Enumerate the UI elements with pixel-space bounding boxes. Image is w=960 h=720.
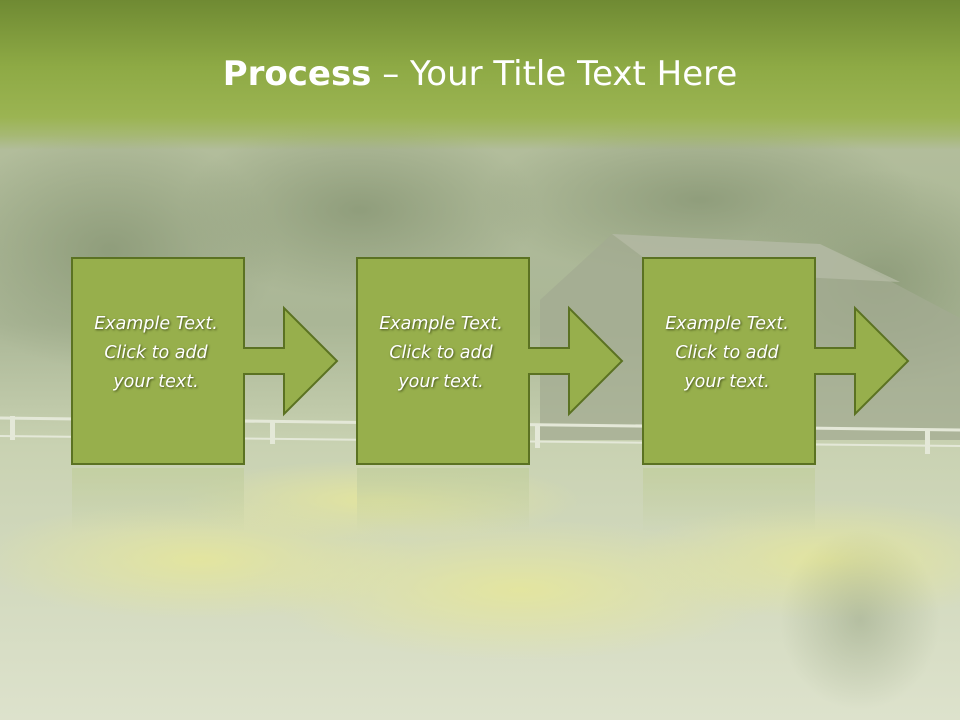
process-step-3[interactable]: Example Text. Click to add your text. [641,256,941,536]
step-3-shape [642,257,910,532]
step-3-text[interactable]: Example Text. Click to add your text. [665,314,789,392]
step-1-reflection [72,468,244,532]
step-3-arrow-box [642,257,910,465]
process-step-1[interactable]: Example Text. Click to add your text. [70,256,370,536]
title-bold-part: Process [222,54,372,94]
step-2-reflection [357,468,529,532]
step-1-shape [71,257,339,532]
title-band [0,0,960,150]
step-2-text[interactable]: Example Text. Click to add your text. [379,314,503,392]
step-1-arrow-box [71,257,339,465]
step-1-text[interactable]: Example Text. Click to add your text. [94,314,218,392]
process-step-2[interactable]: Example Text. Click to add your text. [355,256,655,536]
step-3-reflection [643,468,815,532]
step-2-arrow-box [356,257,624,465]
step-2-shape [356,257,624,532]
title-rest-part: – Your Title Text Here [371,54,738,94]
slide-title: Process – Your Title Text Here [0,52,960,96]
